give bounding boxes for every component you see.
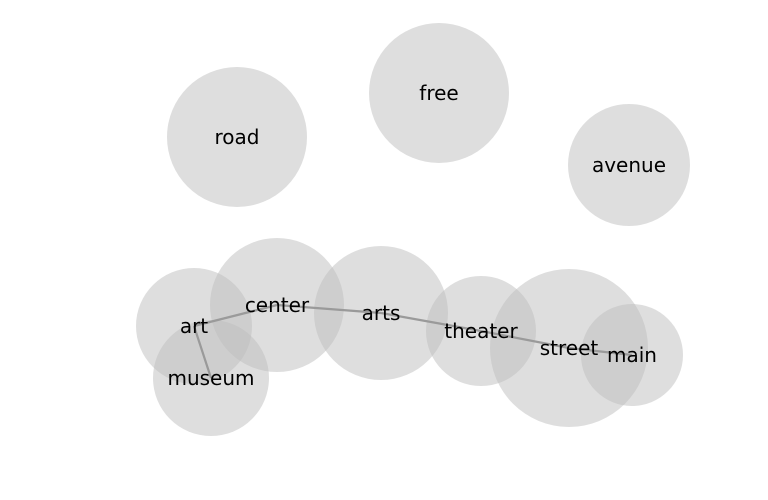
label-road: road <box>215 125 260 149</box>
link-theater-street <box>480 329 570 350</box>
label-theater: theater <box>444 319 518 343</box>
labels-layer: road free avenue center art museum arts … <box>167 81 666 390</box>
label-street: street <box>540 336 599 360</box>
label-museum: museum <box>167 366 254 390</box>
link-center-arts <box>276 303 382 315</box>
link-art-museum <box>192 325 213 379</box>
bubble-road <box>167 67 307 207</box>
label-avenue: avenue <box>592 153 666 177</box>
bubble-free <box>369 23 509 163</box>
edges-layer <box>192 303 633 379</box>
link-arts-theater <box>380 311 482 333</box>
label-free: free <box>419 81 458 105</box>
label-arts: arts <box>362 301 401 325</box>
link-street-main <box>568 346 633 357</box>
label-art: art <box>180 314 208 338</box>
label-center: center <box>245 293 310 317</box>
bubble-avenue <box>568 104 690 226</box>
label-main: main <box>607 343 657 367</box>
link-art-center <box>193 303 278 328</box>
